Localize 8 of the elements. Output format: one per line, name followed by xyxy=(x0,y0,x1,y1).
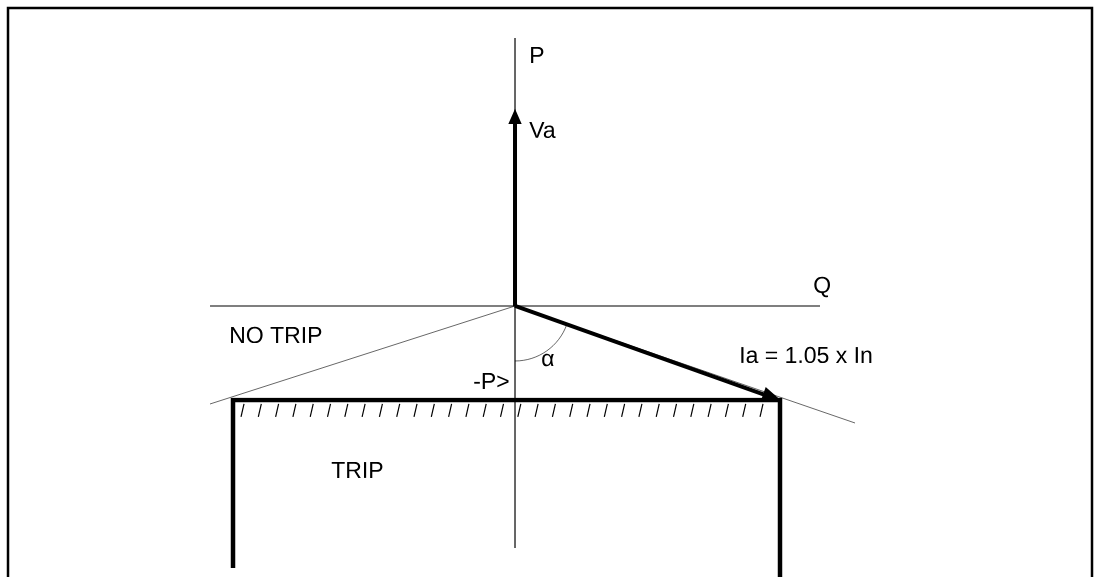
region-label: TRIP xyxy=(331,462,383,478)
vector-label: Ia = 1.05 x In xyxy=(741,346,872,364)
axis-label: P xyxy=(531,47,544,63)
axis-label: Q xyxy=(814,276,830,298)
setting-label: -P> xyxy=(474,373,509,389)
region-label: NO TRIP xyxy=(231,326,322,344)
angle-label: α xyxy=(542,353,554,367)
vector-label: Va xyxy=(529,121,556,138)
